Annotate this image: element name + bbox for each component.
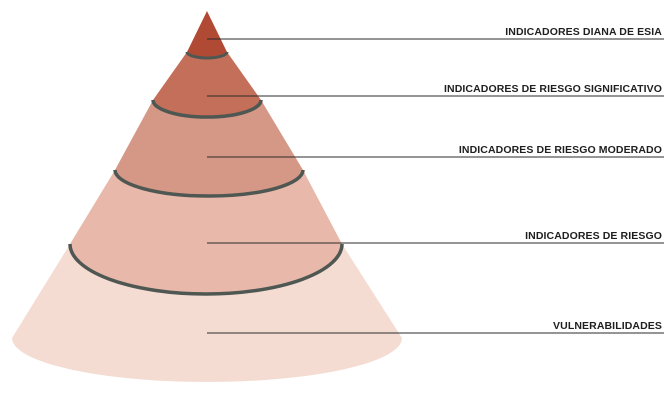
label-indicadores-diana-esia: INDICADORES DIANA DE ESIA [505,26,662,38]
label-indicadores-riesgo-significativo: INDICADORES DE RIESGO SIGNIFICATIVO [444,83,662,95]
label-indicadores-riesgo: INDICADORES DE RIESGO [525,230,662,242]
label-vulnerabilidades: VULNERABILIDADES [553,320,662,332]
tier-indicadores-riesgo-significativo [153,52,261,117]
label-indicadores-riesgo-moderado: INDICADORES DE RIESGO MODERADO [459,144,662,156]
tier-indicadores-diana-esia [187,11,227,58]
